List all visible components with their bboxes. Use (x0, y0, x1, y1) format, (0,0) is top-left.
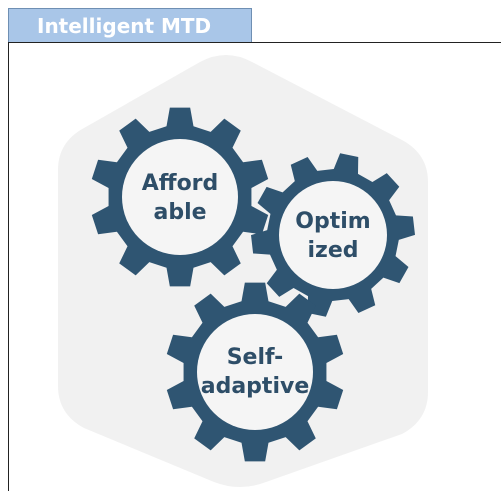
gear-affordable (91, 107, 269, 287)
gear-affordable-label-line1: Afford (142, 171, 219, 196)
section-title-tab: Intelligent MTD (8, 8, 252, 42)
gear-optimized-hub (279, 181, 387, 289)
content-panel (8, 42, 501, 491)
gear-selfadaptive-label-line2: adaptive (201, 374, 310, 399)
gear-optimized (251, 153, 415, 317)
section-title: Intelligent MTD (37, 14, 212, 38)
gear-selfadaptive-hub (197, 314, 313, 430)
gear-affordable-label-line2: able (153, 200, 206, 225)
gear-optimized-label-line2: ized (307, 238, 358, 263)
gear-selfadaptive (166, 282, 344, 462)
gear-selfadaptive-label-line1: Self- (227, 345, 284, 370)
gear-optimized-label-line1: Optim (295, 209, 370, 234)
gear-affordable-hub (122, 139, 238, 255)
